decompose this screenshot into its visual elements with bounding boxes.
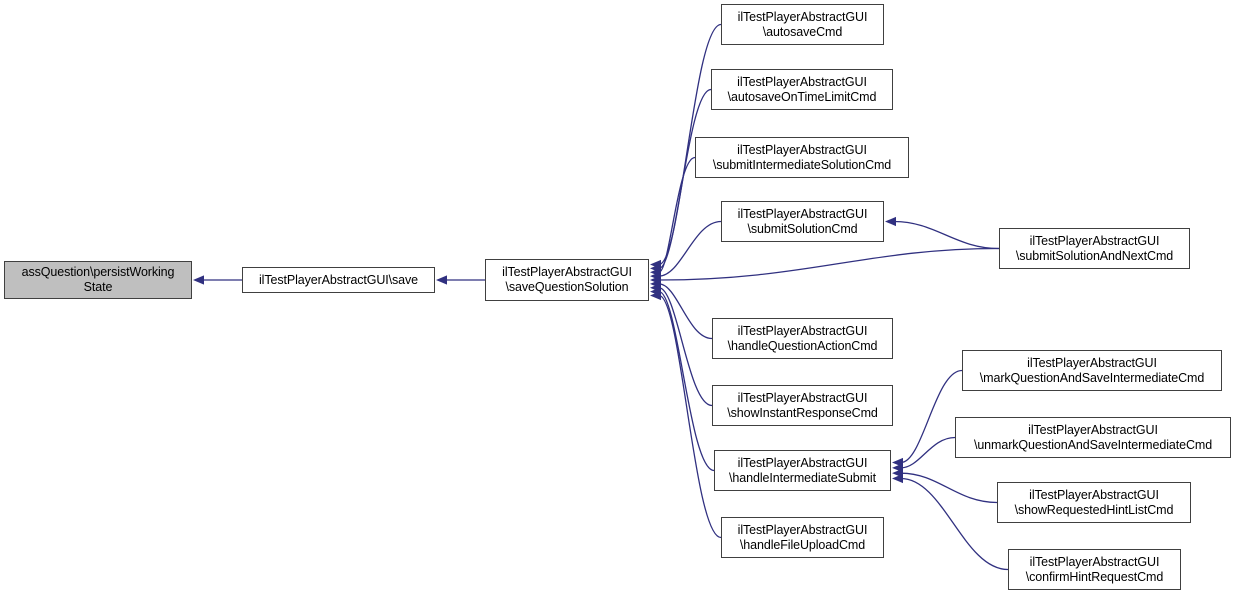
edge-confirmHintRequestCmd-to-handleIntermediateSubmit — [900, 477, 1009, 571]
graph-node-label: ilTestPlayerAbstractGUI \showInstantResp… — [727, 390, 878, 420]
graph-node-label: ilTestPlayerAbstractGUI \confirmHintRequ… — [1025, 554, 1164, 584]
graph-node-showInstantResponseCmd[interactable]: ilTestPlayerAbstractGUI \showInstantResp… — [712, 385, 893, 426]
edge-handleIntermediateSubmit-to-saveQuestionSolution-arrowhead — [650, 287, 662, 297]
graph-node-markQuestionAndSaveIntermediateCmd[interactable]: ilTestPlayerAbstractGUI \markQuestionAnd… — [962, 350, 1222, 391]
graph-node-label: ilTestPlayerAbstractGUI \handleFileUploa… — [737, 522, 868, 552]
graph-node-label: ilTestPlayerAbstractGUI\save — [258, 272, 419, 287]
graph-node-label: ilTestPlayerAbstractGUI \submitSolutionA… — [1015, 233, 1174, 263]
graph-node-handleIntermediateSubmit[interactable]: ilTestPlayerAbstractGUI \handleIntermedi… — [714, 450, 891, 491]
edge-saveQuestionSolution-to-save-arrowhead — [436, 275, 448, 285]
graph-node-showRequestedHintListCmd[interactable]: ilTestPlayerAbstractGUI \showRequestedHi… — [997, 482, 1191, 523]
edge-markQuestionAndSaveIntermediateCmd-to-handleIntermediateSubmit — [900, 369, 963, 464]
graph-node-label: ilTestPlayerAbstractGUI \markQuestionAnd… — [979, 355, 1205, 385]
graph-node-save[interactable]: ilTestPlayerAbstractGUI\save — [242, 267, 435, 293]
edge-submitIntermediateSolutionCmd-to-saveQuestionSolution — [658, 156, 696, 273]
graph-node-autosaveOnTimeLimitCmd[interactable]: ilTestPlayerAbstractGUI \autosaveOnTimeL… — [711, 69, 893, 110]
graph-node-submitSolutionAndNextCmd[interactable]: ilTestPlayerAbstractGUI \submitSolutionA… — [999, 228, 1190, 269]
graph-node-autosaveCmd[interactable]: ilTestPlayerAbstractGUI \autosaveCmd — [721, 4, 884, 45]
graph-node-label: ilTestPlayerAbstractGUI \saveQuestionSol… — [502, 265, 632, 294]
graph-node-label: ilTestPlayerAbstractGUI \showRequestedHi… — [1014, 487, 1174, 517]
graph-node-label: ilTestPlayerAbstractGUI \handleIntermedi… — [729, 455, 876, 485]
edge-showRequestedHintListCmd-to-handleIntermediateSubmit-arrowhead — [892, 468, 904, 478]
graph-node-submitSolutionCmd[interactable]: ilTestPlayerAbstractGUI \submitSolutionC… — [721, 201, 884, 242]
edge-submitSolutionAndNextCmd-to-submitSolutionCmd — [893, 220, 1000, 250]
graph-node-label: ilTestPlayerAbstractGUI \submitIntermedi… — [712, 142, 892, 172]
graph-node-handleQuestionActionCmd[interactable]: ilTestPlayerAbstractGUI \handleQuestionA… — [712, 318, 893, 359]
edge-handleQuestionActionCmd-to-saveQuestionSolution-arrowhead — [650, 279, 662, 289]
graph-node-handleFileUploadCmd[interactable]: ilTestPlayerAbstractGUI \handleFileUploa… — [721, 517, 884, 558]
edge-submitSolutionAndNextCmd-to-saveQuestionSolution — [658, 247, 1000, 281]
edge-markQuestionAndSaveIntermediateCmd-to-handleIntermediateSubmit-arrowhead — [892, 457, 904, 468]
edge-unmarkQuestionAndSaveIntermediateCmd-to-handleIntermediateSubmit-arrowhead — [892, 463, 904, 473]
edge-unmarkQuestionAndSaveIntermediateCmd-to-handleIntermediateSubmit — [900, 436, 956, 469]
graph-node-submitIntermediateSolutionCmd[interactable]: ilTestPlayerAbstractGUI \submitIntermedi… — [695, 137, 909, 178]
edge-showInstantResponseCmd-to-saveQuestionSolution — [658, 287, 713, 407]
edge-save-to-persistWorkingState-arrowhead — [193, 275, 205, 285]
edge-handleIntermediateSubmit-to-saveQuestionSolution — [658, 290, 715, 472]
graph-node-confirmHintRequestCmd[interactable]: ilTestPlayerAbstractGUI \confirmHintRequ… — [1008, 549, 1181, 590]
graph-node-unmarkQuestionAndSaveIntermediateCmd[interactable]: ilTestPlayerAbstractGUI \unmarkQuestionA… — [955, 417, 1231, 458]
graph-node-label: ilTestPlayerAbstractGUI \unmarkQuestionA… — [973, 422, 1213, 452]
graph-node-saveQuestionSolution[interactable]: ilTestPlayerAbstractGUI \saveQuestionSol… — [485, 259, 649, 301]
graph-node-label: ilTestPlayerAbstractGUI \autosaveOnTimeL… — [727, 74, 877, 104]
edge-handleQuestionActionCmd-to-saveQuestionSolution — [658, 283, 713, 340]
edge-submitSolutionAndNextCmd-to-submitSolutionCmd-arrowhead — [885, 216, 897, 227]
graph-node-label: ilTestPlayerAbstractGUI \handleQuestionA… — [727, 323, 878, 353]
graph-node-label: assQuestion\persistWorking State — [21, 265, 175, 294]
edge-submitIntermediateSolutionCmd-to-saveQuestionSolution-arrowhead — [650, 267, 662, 277]
edge-submitSolutionCmd-to-saveQuestionSolution — [658, 220, 722, 277]
graph-node-label: ilTestPlayerAbstractGUI \submitSolutionC… — [737, 206, 868, 236]
edge-showInstantResponseCmd-to-saveQuestionSolution-arrowhead — [650, 283, 662, 293]
graph-node-persistWorkingState[interactable]: assQuestion\persistWorking State — [4, 261, 192, 299]
edge-autosaveCmd-to-saveQuestionSolution-arrowhead — [650, 259, 662, 270]
edge-autosaveOnTimeLimitCmd-to-saveQuestionSolution — [658, 88, 712, 270]
edge-confirmHintRequestCmd-to-handleIntermediateSubmit-arrowhead — [892, 473, 904, 484]
edge-submitSolutionCmd-to-saveQuestionSolution-arrowhead — [650, 271, 662, 281]
edge-submitSolutionAndNextCmd-to-saveQuestionSolution-arrowhead — [650, 275, 662, 285]
edge-autosaveOnTimeLimitCmd-to-saveQuestionSolution-arrowhead — [650, 263, 662, 273]
graph-node-label: ilTestPlayerAbstractGUI \autosaveCmd — [737, 9, 868, 39]
edge-showRequestedHintListCmd-to-handleIntermediateSubmit — [900, 472, 998, 504]
edge-handleFileUploadCmd-to-saveQuestionSolution-arrowhead — [650, 290, 662, 301]
